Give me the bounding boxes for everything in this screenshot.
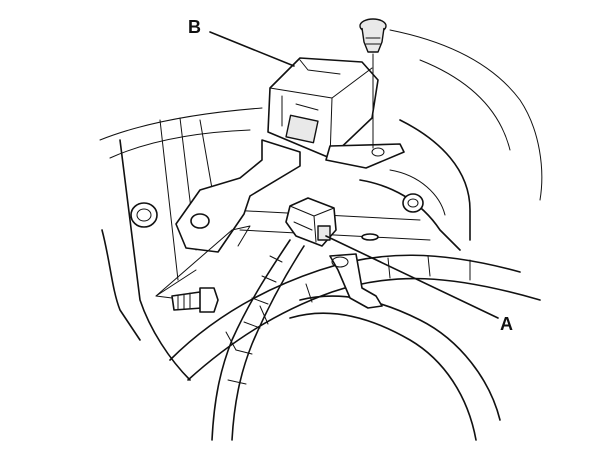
callout-label-a: A (500, 314, 513, 334)
bolt-leader-line (155, 269, 197, 297)
bracket-bolt-hole-icon (190, 213, 210, 229)
mount-hole-icon (361, 233, 379, 241)
callout-label-b: B (188, 17, 201, 37)
control-unit (267, 57, 405, 169)
harness-clip (329, 253, 383, 309)
callout-b-leader (209, 31, 295, 67)
wiring-harness (169, 239, 541, 441)
harness-connector (285, 197, 337, 247)
unit-connector-port (285, 114, 319, 144)
callout-a-leader (325, 235, 499, 319)
bolt-leader-line-2 (155, 229, 233, 297)
mounting-bolt (155, 287, 219, 313)
grommet (130, 202, 158, 228)
panel-hole-icon (402, 193, 424, 213)
push-clip (359, 18, 387, 149)
mounting-bracket (175, 139, 301, 253)
